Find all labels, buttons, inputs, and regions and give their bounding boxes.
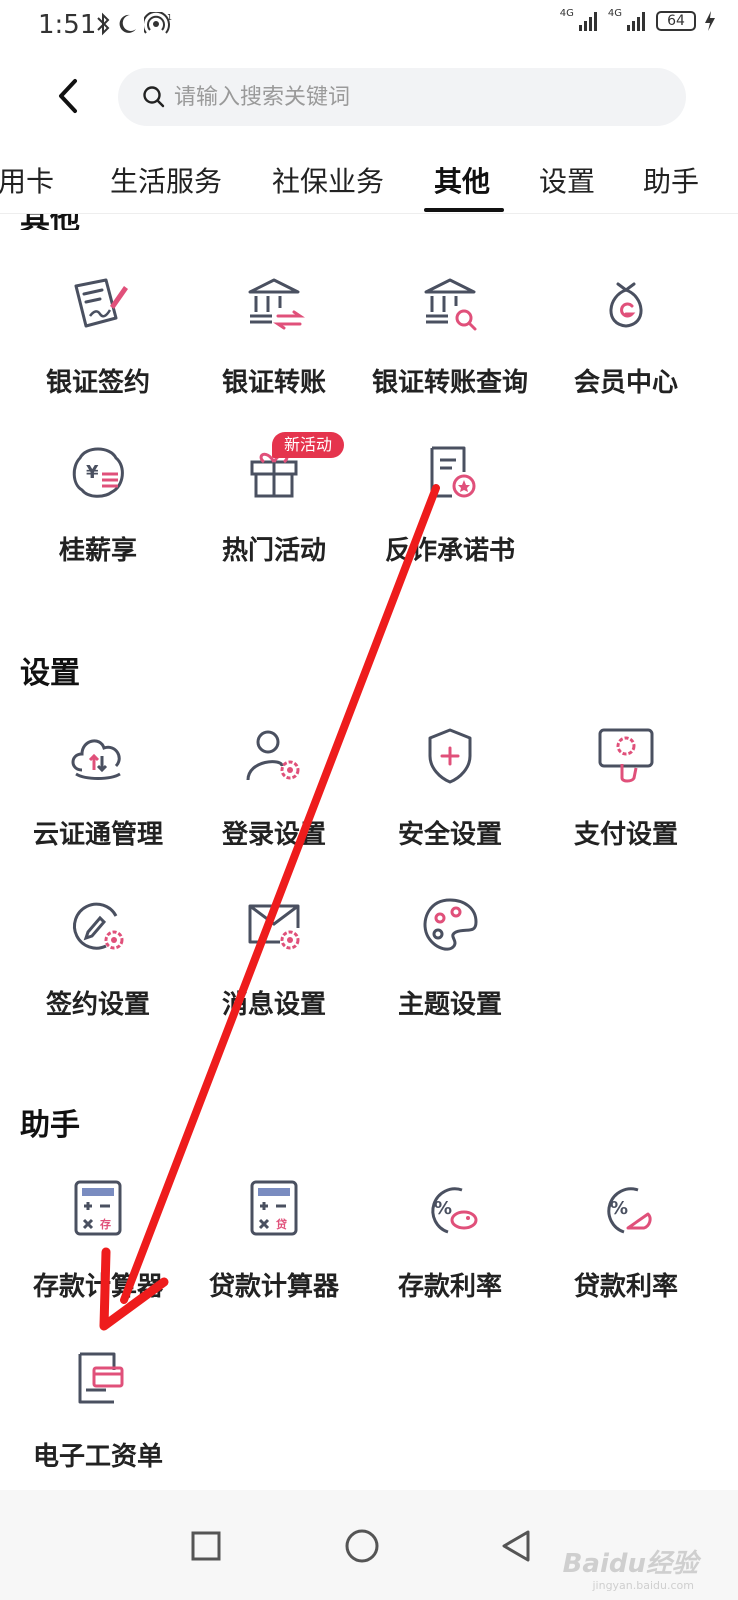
grid-item-hot-events[interactable]: 热门活动 [186,440,362,590]
grid-item-e-payslip[interactable]: 电子工资单 [10,1346,186,1496]
search-icon [143,86,165,108]
bank-search-icon [424,278,477,331]
back-nav-button[interactable] [486,1516,546,1576]
grid-item-message-settings[interactable]: 消息设置 [186,894,362,1044]
message-gear-icon [248,904,300,950]
hotspot-icon: 1 [144,12,172,34]
tab-assistant[interactable]: 助手 [643,165,700,198]
home-button[interactable] [332,1516,392,1576]
tab-social-security[interactable]: 社保业务 [272,165,385,198]
bank-transfer-icon [248,278,305,330]
triangle-left-icon [502,1530,530,1562]
grid-item-deposit-calculator[interactable]: 存 存款计算器 [10,1176,186,1326]
grid-item-bank-securities-transfer-query[interactable]: 银证转账查询 [362,272,538,422]
square-icon [191,1531,221,1561]
moon-icon [119,14,136,33]
tab-life-services[interactable]: 生活服务 [110,165,223,198]
recent-apps-button[interactable] [176,1516,236,1576]
charging-icon [705,11,715,31]
grid-item-label: 支付设置 [573,820,678,850]
grid-item-member-center[interactable]: 会员中心 [538,272,714,422]
grid-item-label: 存款利率 [397,1272,502,1302]
svg-text:%: % [610,1198,628,1219]
new-event-badge: 新活动 [272,432,345,458]
grid-item-label: 主题设置 [397,990,502,1020]
chevron-left-icon [59,79,77,113]
watermark-url: jingyan.baidu.com [592,1579,694,1592]
grid-item-theme-settings[interactable]: 主题设置 [362,894,538,1044]
loan-calculator-icon: 贷 [250,1180,298,1236]
grid-item-label: 存款计算器 [32,1272,163,1302]
deposit-calculator-icon: 存 [74,1180,122,1236]
grid-item-label: 桂薪享 [58,536,137,566]
pledge-document-icon [430,446,476,498]
grid-item-payment-settings[interactable]: 支付设置 [538,724,714,874]
tab-settings[interactable]: 设置 [539,165,596,198]
shield-icon [428,728,472,784]
search-bar[interactable] [118,68,686,126]
money-bag-icon [609,282,643,328]
grid-item-loan-rate[interactable]: % 贷款利率 [538,1176,714,1326]
svg-text:%: % [434,1198,452,1219]
category-tabs: 信用卡 生活服务 社保业务 其他 设置 助手 [0,144,738,214]
tab-credit-card[interactable]: 信用卡 [0,165,55,198]
grid-item-deposit-rate[interactable]: % 存款利率 [362,1176,538,1326]
grid-item-anti-fraud-pledge[interactable]: 反诈承诺书 [362,440,538,590]
svg-text:贷: 贷 [276,1217,287,1231]
network-type-label: 4G [559,7,574,19]
palette-icon [423,898,478,951]
grid-item-bank-securities-transfer[interactable]: 银证转账 [186,272,362,422]
grid-item-label: 签约设置 [45,990,150,1020]
system-nav-bar: Baidu经验 jingyan.baidu.com [0,1490,738,1600]
grid-item-label: 登录设置 [221,820,326,850]
grid-item-label: 热门活动 [221,536,326,566]
grid-item-label: 贷款利率 [573,1272,678,1302]
active-tab-indicator [424,208,504,212]
search-input[interactable] [174,84,654,110]
section-title-assistant: 助手 [20,1108,80,1143]
tab-other[interactable]: 其他 [434,165,491,198]
status-time: 1:51 [38,10,97,40]
grid-item-label: 会员中心 [573,368,678,398]
grid-item-cloud-cert-management[interactable]: 云证通管理 [10,724,186,874]
status-bar: 1:51 1 4G 4G 64 [0,0,738,52]
grid-item-label: 电子工资单 [32,1442,163,1472]
grid-item-label: 安全设置 [397,820,502,850]
section-title-settings: 设置 [20,656,80,691]
sign-contract-icon [74,278,128,328]
grid-item-label: 反诈承诺书 [384,536,515,566]
svg-text:¥: ¥ [86,462,99,483]
grid-item-security-settings[interactable]: 安全设置 [362,724,538,874]
watermark-brand: Baidu经验 [562,1549,698,1579]
deposit-rate-icon: % [431,1187,478,1234]
salary-icon: ¥ [72,447,124,498]
user-gear-icon [246,730,300,781]
bluetooth-icon [97,12,110,36]
grid-item-login-settings[interactable]: 登录设置 [186,724,362,874]
grid-item-gui-salary[interactable]: ¥ 桂薪享 [10,440,186,590]
svg-text:存: 存 [100,1217,111,1231]
loan-rate-icon: % [607,1187,652,1234]
grid-item-label: 银证签约 [45,368,150,398]
payment-gear-icon [598,728,654,783]
grid-item-label: 消息设置 [221,990,326,1020]
battery-indicator: 64 [656,11,696,31]
cloud-cert-icon [71,739,121,780]
signal-icon [627,12,645,31]
signal-icon [578,12,597,31]
grid-item-label: 银证转账 [221,368,326,398]
grid-item-bank-securities-signing[interactable]: 银证签约 [10,272,186,422]
circle-icon [345,1529,379,1563]
grid-item-loan-calculator[interactable]: 贷 贷款计算器 [186,1176,362,1326]
grid-item-label: 云证通管理 [32,820,163,850]
section-title-other: 其他 [20,214,80,230]
signing-gear-icon [73,902,124,950]
back-button[interactable] [48,72,88,120]
e-payslip-icon [78,1352,124,1404]
svg-text:1: 1 [167,13,172,22]
grid-item-signing-settings[interactable]: 签约设置 [10,894,186,1044]
grid-item-label: 银证转账查询 [371,368,528,398]
network-type-label: 4G [607,7,622,19]
grid-item-label: 贷款计算器 [208,1272,339,1302]
